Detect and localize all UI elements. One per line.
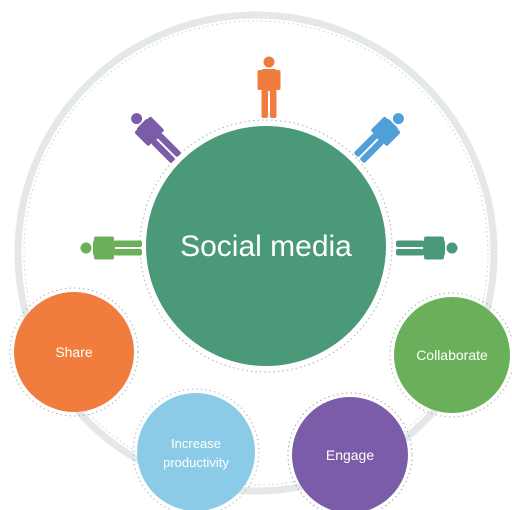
node-engage: Engage [287,392,413,510]
node-productivity-label-line1: Increase [171,436,221,451]
outer-ring [14,11,498,495]
node-engage-dots [287,392,413,510]
node-engage-circle [292,397,408,510]
node-collaborate-label: Collaborate [416,347,488,363]
person-icon [257,56,281,118]
node-share-circle [14,292,134,412]
node-collaborate: Collaborate [389,292,512,418]
person-icon [396,236,458,260]
center-circle [146,126,386,366]
node-share: Share [9,287,139,417]
node-increase-productivity: Increase productivity [132,388,260,510]
node-collaborate-circle [394,297,510,413]
center-circle-dots [139,119,393,373]
center-label: Social media [180,230,352,263]
node-productivity-dots [132,388,260,510]
node-share-dots [9,287,139,417]
node-engage-label: Engage [326,447,374,463]
person-icon [80,236,142,260]
node-share-label: Share [55,344,93,360]
person-icon [350,106,411,167]
person-icon [124,106,185,167]
node-productivity-label-line2: productivity [163,455,229,470]
node-collaborate-dots [389,292,512,418]
outer-ring-dots [23,20,489,486]
node-productivity-circle [137,393,255,510]
